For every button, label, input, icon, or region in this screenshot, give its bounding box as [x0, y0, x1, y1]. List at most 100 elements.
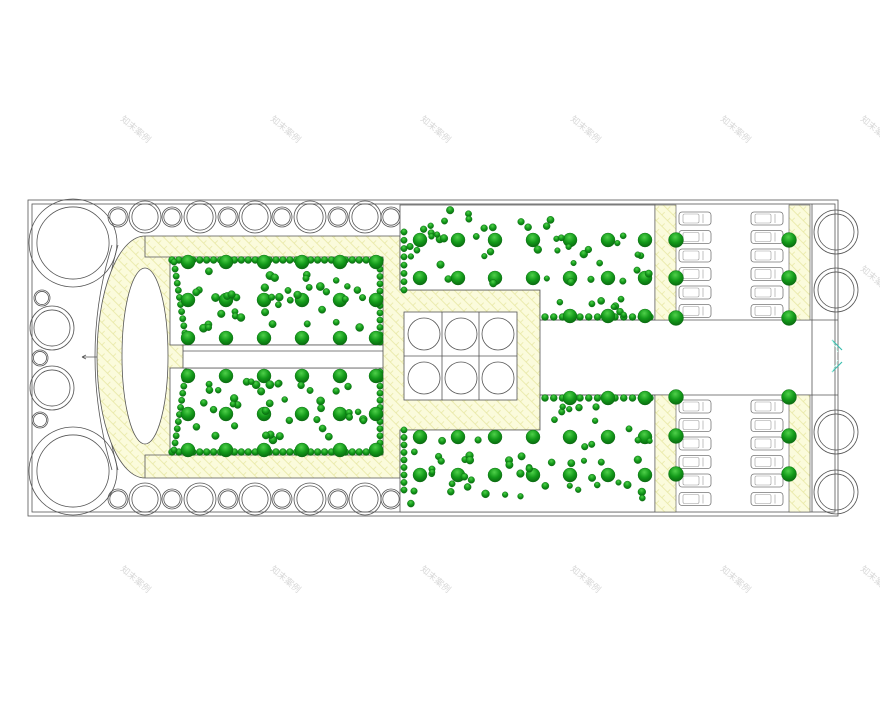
tree-icon: [376, 425, 384, 433]
tree-icon: [615, 479, 622, 486]
planter-circle-inner: [382, 208, 400, 226]
car-icon: [678, 248, 712, 263]
tree-icon: [293, 290, 302, 300]
tree-icon: [593, 394, 602, 402]
tree-icon: [781, 310, 797, 326]
tree-icon: [433, 231, 441, 238]
planter-circle: [238, 482, 272, 516]
tree-icon: [256, 330, 272, 346]
tree-icon: [332, 330, 348, 346]
planter-circle-inner: [219, 490, 237, 508]
planter-circle-inner: [163, 208, 181, 226]
tree-icon: [376, 280, 384, 288]
planter-circle-inner: [817, 473, 855, 511]
tree-icon: [362, 448, 370, 456]
tree-icon: [576, 313, 584, 321]
tree-icon: [302, 274, 310, 282]
tree-icon: [368, 254, 384, 270]
planter-circle-inner: [241, 203, 269, 231]
tree-icon: [625, 425, 633, 433]
gate-icon[interactable]: [831, 339, 843, 373]
tree-icon: [376, 309, 384, 317]
tree-icon: [179, 389, 187, 397]
watermark: 知末案例: [568, 113, 603, 145]
parking-strip: [788, 394, 811, 513]
planter-circle: [217, 206, 239, 228]
tree-icon: [400, 479, 408, 486]
tree-icon: [427, 222, 434, 229]
car-icon: [750, 399, 784, 414]
tree-icon: [180, 322, 188, 330]
tree-icon: [412, 270, 428, 286]
tree-icon: [600, 232, 616, 248]
watermark: 知末案例: [568, 563, 603, 595]
tree-icon: [400, 261, 408, 269]
planter-circle-inner: [241, 485, 269, 513]
tree-icon: [368, 292, 384, 308]
planter-circle: [327, 488, 349, 510]
tree-icon: [376, 316, 384, 324]
plaza-planter: [444, 317, 478, 351]
tree-icon: [317, 404, 325, 413]
tree-icon: [400, 253, 408, 261]
tree-icon: [320, 256, 329, 264]
watermark: 知末案例: [858, 263, 880, 295]
tree-icon: [247, 378, 255, 385]
tree-icon: [376, 389, 384, 397]
planter-circle: [128, 482, 162, 516]
tree-icon: [174, 286, 182, 294]
tree-icon: [465, 215, 473, 223]
tree-icon: [412, 232, 428, 248]
tree-icon: [644, 269, 653, 278]
tree-icon: [633, 266, 641, 274]
tree-icon: [633, 455, 642, 464]
tree-icon: [180, 368, 196, 384]
tree-icon: [400, 286, 408, 294]
tree-icon: [376, 432, 384, 440]
tree-icon: [202, 256, 211, 264]
tree-icon: [524, 223, 532, 231]
tree-icon: [467, 476, 475, 484]
planter-circle: [271, 488, 293, 510]
tree-icon: [400, 464, 408, 471]
planter-circle: [293, 200, 327, 234]
planter-circle-inner: [33, 351, 47, 365]
planter-circle-inner: [33, 309, 71, 347]
tree-icon: [305, 284, 313, 291]
tree-icon: [205, 386, 214, 394]
car-icon: [678, 304, 712, 318]
tree-icon: [400, 236, 408, 244]
tree-icon: [400, 486, 408, 494]
tree-icon: [428, 233, 435, 240]
tree-icon: [362, 256, 370, 264]
central-lawn: [121, 267, 169, 445]
tree-icon: [344, 382, 352, 391]
tree-icon: [579, 249, 588, 259]
watermark: 知末案例: [268, 563, 303, 595]
planter-circle: [348, 482, 382, 516]
tree-icon: [575, 403, 583, 412]
planter-circle-inner: [131, 203, 159, 231]
tree-icon: [407, 499, 415, 508]
tree-icon: [588, 300, 596, 308]
planter-circle: [813, 267, 859, 313]
tree-icon: [353, 286, 362, 294]
tree-icon: [217, 309, 226, 318]
tree-icon: [562, 390, 578, 406]
tree-icon: [294, 442, 310, 458]
tree-icon: [332, 277, 340, 284]
planter-circle: [813, 469, 859, 515]
tree-icon: [551, 416, 558, 424]
tree-icon: [637, 308, 653, 324]
tree-icon: [348, 256, 356, 264]
watermark: 知末案例: [268, 113, 303, 145]
tree-icon: [546, 216, 555, 224]
parking-cars: [678, 211, 784, 506]
tree-icon: [525, 465, 533, 473]
tree-icon: [628, 394, 637, 402]
tree-icon: [487, 232, 503, 248]
tree-icon: [172, 432, 180, 440]
tree-icon: [450, 232, 466, 248]
planter-circle: [161, 206, 183, 228]
tree-icon: [231, 422, 239, 430]
